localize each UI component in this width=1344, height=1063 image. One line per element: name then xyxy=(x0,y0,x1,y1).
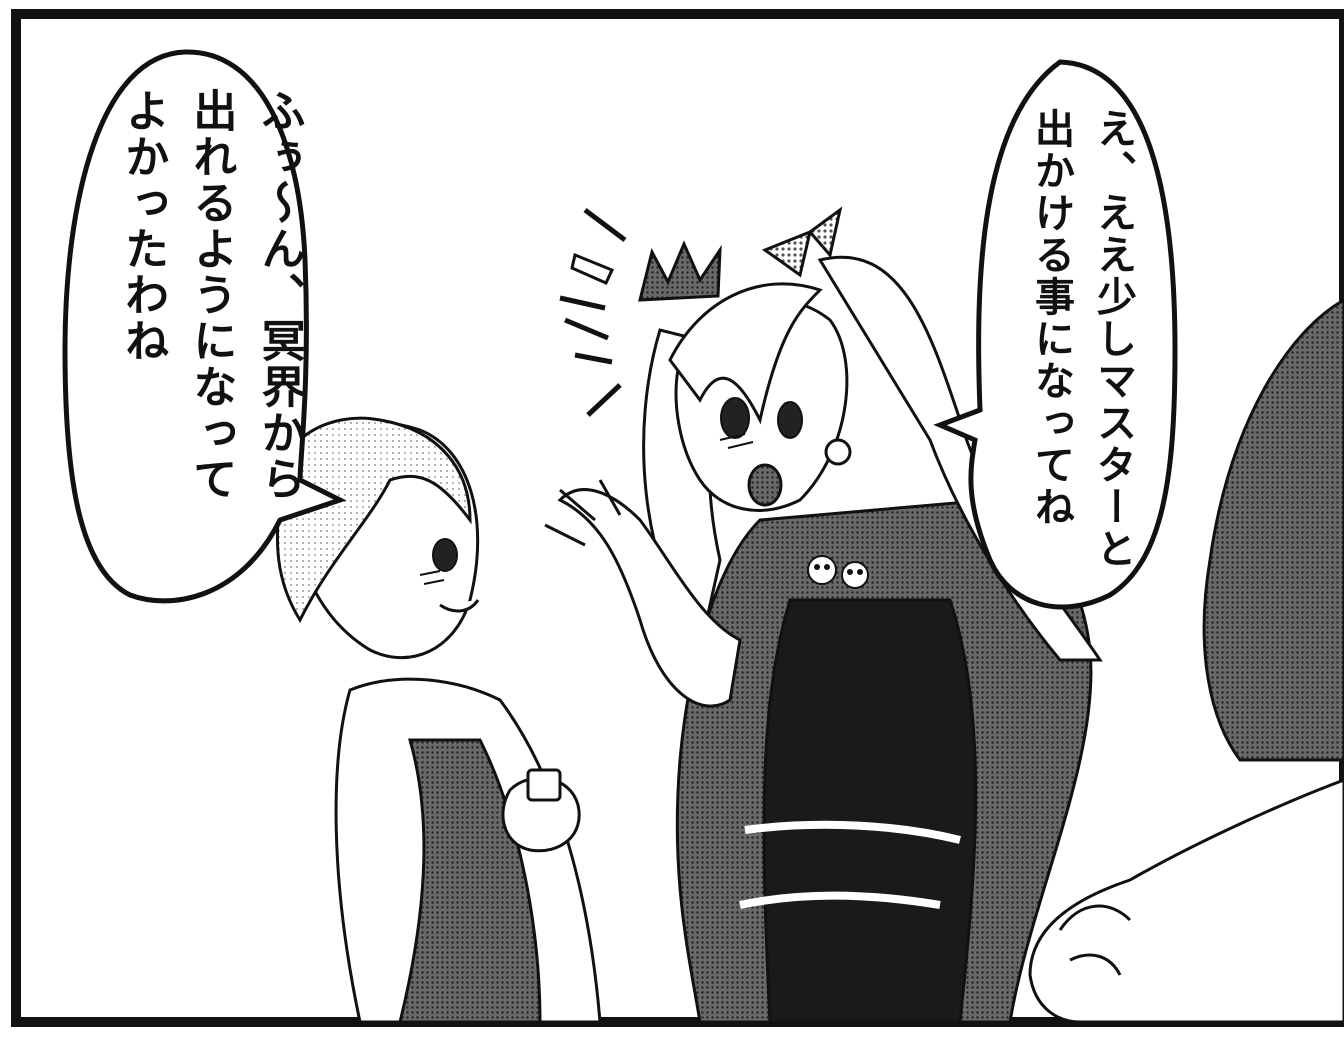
hair-ribbon-icon xyxy=(761,206,843,278)
speech-bubble-right xyxy=(933,59,1178,610)
speech-text-left: ふぅ〜ん、冥界から 出れるようになって よかったわね xyxy=(108,88,313,558)
character-right xyxy=(544,206,1103,1024)
speech-bubble-left xyxy=(62,49,347,604)
speech-line: よかったわね xyxy=(117,88,169,364)
character-left xyxy=(275,416,602,1024)
speech-line: え、ええ少しマスターと xyxy=(1090,108,1136,570)
speech-line: 出れるようになって xyxy=(185,88,237,502)
speech-text-right: え、ええ少しマスターと 出かける事になってね xyxy=(1020,108,1144,578)
speech-line: 出かける事になってね xyxy=(1028,108,1074,528)
surprise-lines-icon xyxy=(559,208,627,417)
crown-icon xyxy=(638,240,722,302)
skull-brooch-icon xyxy=(807,555,869,589)
earring-icon xyxy=(824,438,852,466)
foreground-arm xyxy=(1028,298,1344,1024)
speech-line: ふぅ〜ん、冥界から xyxy=(253,88,305,502)
